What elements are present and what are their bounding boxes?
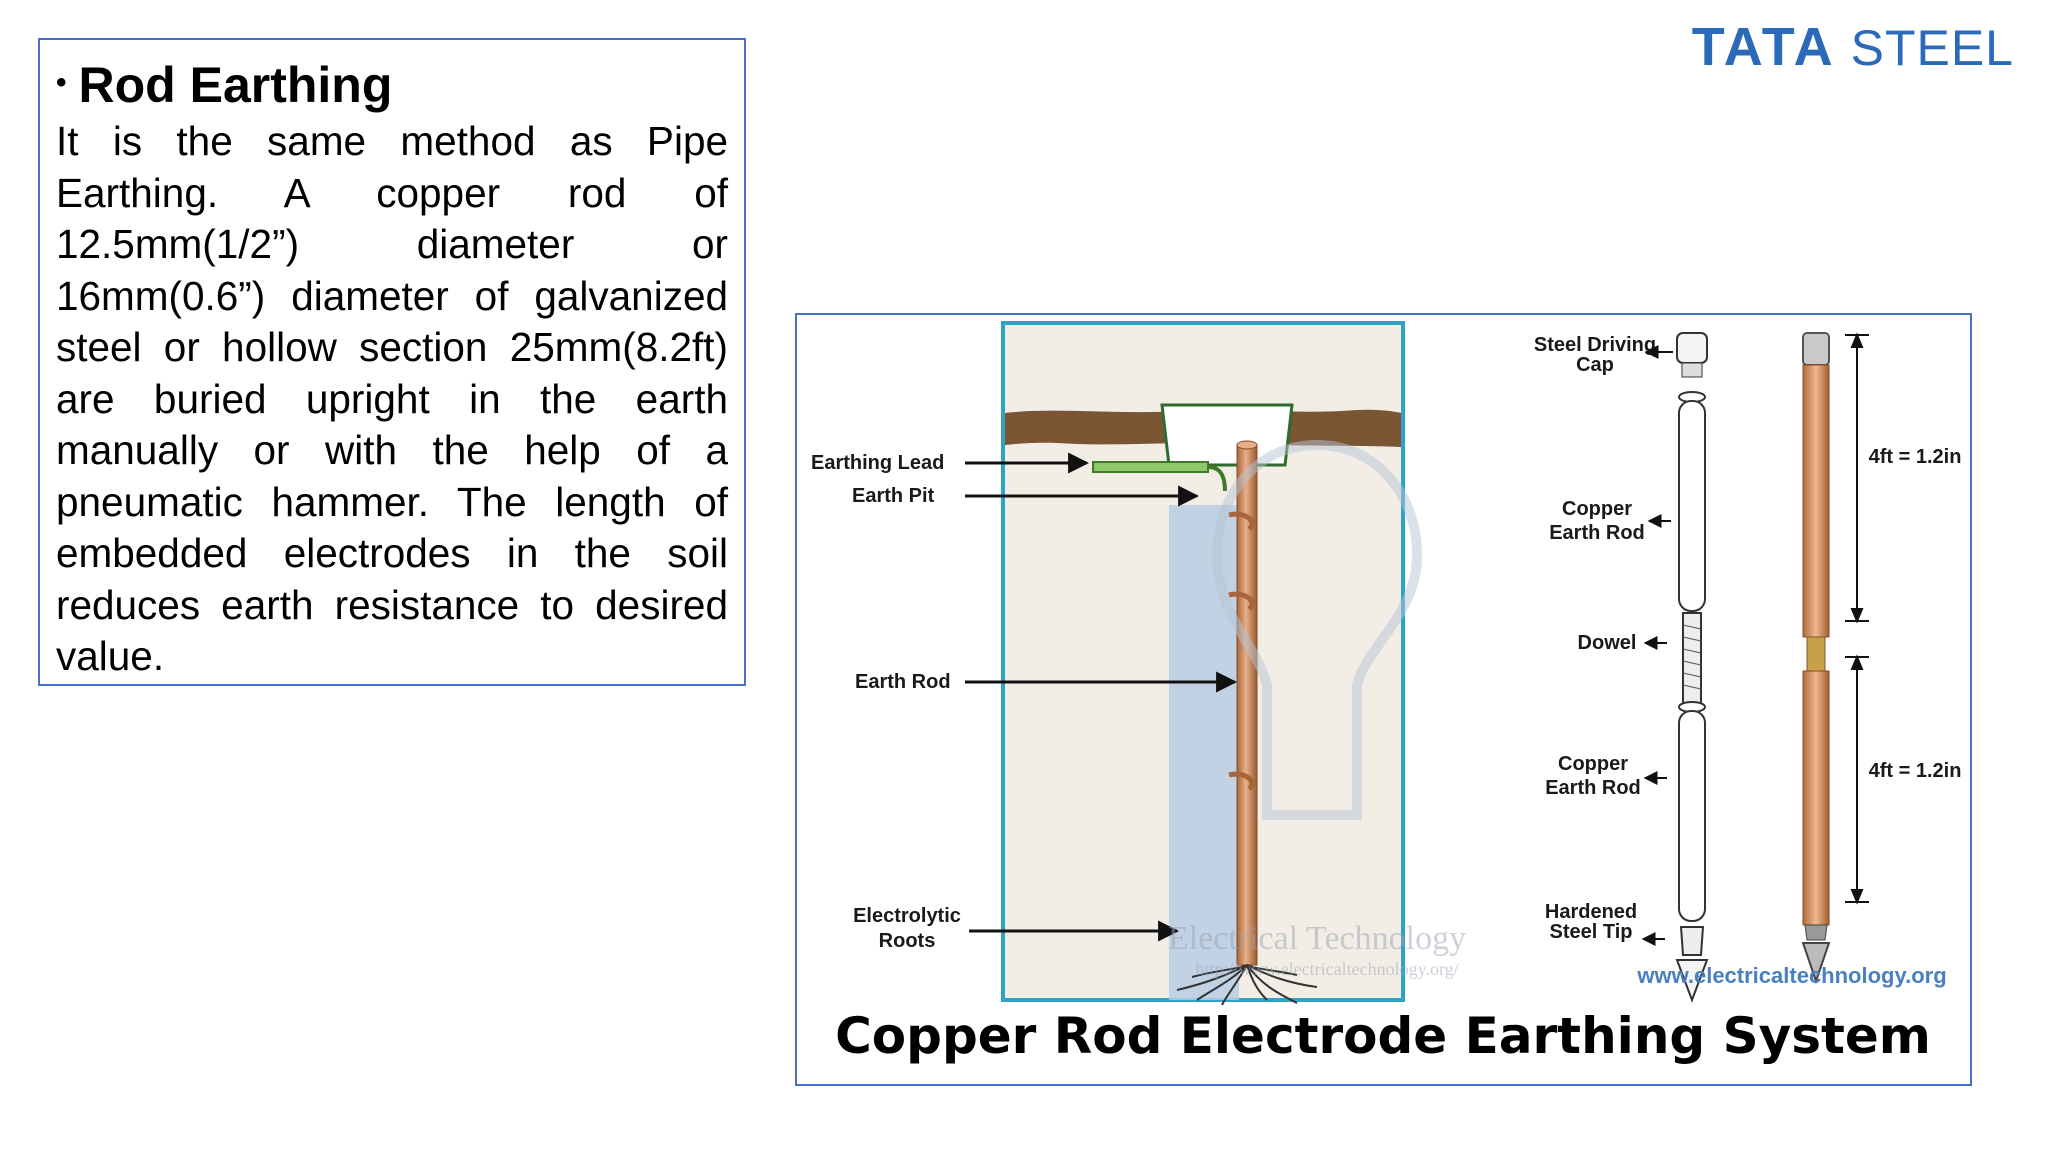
watermark-url: http://www.electricaltechnology.org/ — [1195, 959, 1458, 979]
heading-text: Rod Earthing — [78, 57, 393, 113]
assembled-rod — [1801, 332, 1831, 985]
label-copper-rod2-line2: Earth Rod — [1545, 777, 1641, 799]
logo-brand-bold: TATA — [1691, 17, 1836, 77]
label-cap-line2: Cap — [1576, 354, 1614, 376]
dimension-upper: 4ft = 1.2in — [1869, 446, 1962, 468]
rod-installation-panel — [1001, 321, 1405, 1006]
earthing-diagram: Earthing Lead Earth Pit Earth Rod Electr… — [795, 313, 1972, 1086]
label-copper-rod1-line2: Earth Rod — [1549, 522, 1645, 544]
rod-components — [1675, 332, 1709, 1003]
body-paragraph: It is the same method as Pipe Earthing. … — [56, 118, 728, 679]
label-cap-line1: Steel Driving — [1534, 334, 1656, 356]
figure-website: www.electricaltechnology.org — [1636, 963, 1946, 988]
label-copper-rod1-line1: Copper — [1562, 498, 1632, 520]
label-copper-rod2-line1: Copper — [1558, 753, 1628, 775]
label-electrolytic-line1: Electrolytic — [853, 905, 961, 927]
logo-brand-light: STEEL — [1850, 20, 2014, 76]
label-tip-line1: Hardened — [1545, 901, 1637, 923]
label-electrolytic-line2: Roots — [879, 930, 936, 952]
slide-heading: • Rod Earthing — [56, 54, 728, 116]
watermark: Electrical Technology http://www.electri… — [1168, 439, 1466, 979]
watermark-name: Electrical Technology — [1168, 920, 1466, 957]
tata-steel-logo: TATA STEEL — [1692, 16, 2014, 78]
label-dowel: Dowel — [1578, 632, 1637, 654]
label-earth-pit: Earth Pit — [852, 485, 935, 507]
bullet-icon: • — [56, 66, 67, 99]
figure-caption: Copper Rod Electrode Earthing System — [835, 1007, 1931, 1065]
dimension-lower: 4ft = 1.2in — [1869, 760, 1962, 782]
label-earth-rod: Earth Rod — [855, 671, 951, 693]
dimension-marks — [1845, 332, 1869, 905]
label-earthing-lead: Earthing Lead — [811, 452, 944, 474]
label-tip-line2: Steel Tip — [1550, 921, 1633, 943]
text-box: • Rod Earthing It is the same method as … — [38, 38, 746, 686]
